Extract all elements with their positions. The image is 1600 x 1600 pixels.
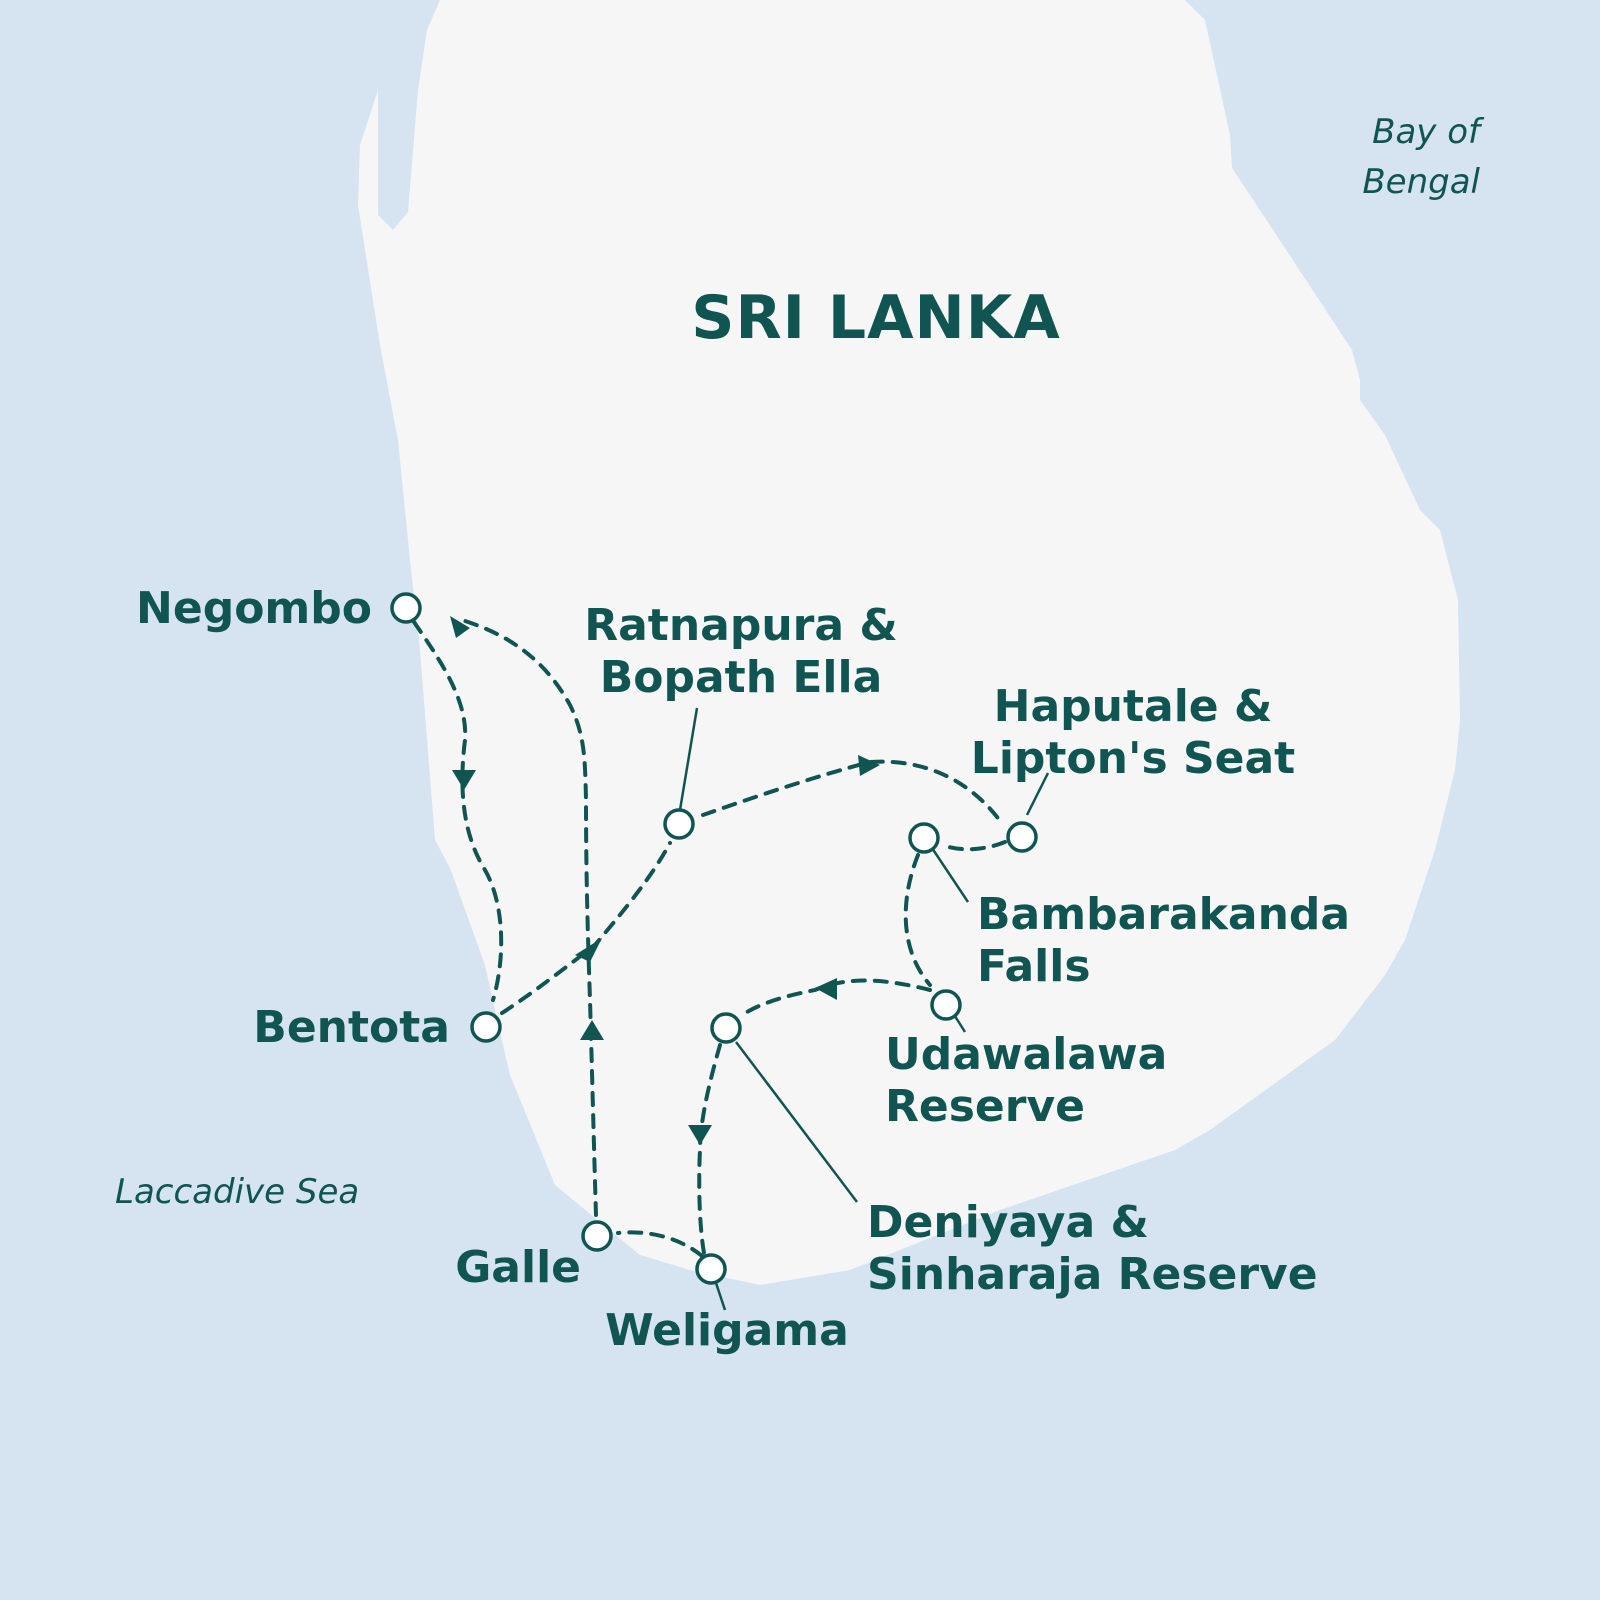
route-arrows [450, 616, 880, 1145]
route-negombo-bentota [412, 620, 504, 1002]
stop-haputale[interactable] [1006, 821, 1038, 853]
leader-lines [678, 707, 1050, 1311]
route-deniyaya-weligama [697, 1043, 722, 1255]
arrow-udawalawa-leg [815, 978, 837, 1000]
arrow-haputale-leg [858, 755, 880, 776]
leader-ratnapura [678, 707, 699, 811]
arrow-to-negombo [450, 616, 470, 638]
label-deniyaya-line1: Deniyaya & [867, 1197, 1149, 1248]
route-galle-negombo [460, 618, 598, 1217]
label-udawalawa-line2: Reserve [885, 1081, 1085, 1132]
stop-bentota[interactable] [470, 1011, 502, 1043]
route-weligama-galle [616, 1230, 704, 1258]
label-negombo: Negombo [136, 583, 372, 634]
arrow-bentota-leg [575, 938, 602, 962]
arrow-down-deniyaya-leg [688, 1125, 712, 1145]
stops [390, 592, 1038, 1285]
leader-bambarakanda [930, 847, 970, 903]
label-udawalawa-line1: Udawalawa [885, 1029, 1167, 1080]
bay-of-bengal-label-line2: Bengal [1362, 162, 1480, 202]
laccadive-sea-label: Laccadive Sea [115, 1172, 359, 1212]
label-ratnapura-line2: Bopath Ella [600, 652, 883, 703]
leader-haputale [1025, 772, 1050, 816]
label-galle: Galle [455, 1242, 581, 1293]
stop-ratnapura[interactable] [663, 808, 695, 840]
stop-deniyaya[interactable] [710, 1012, 742, 1044]
country-label: SRI LANKA [691, 283, 1060, 353]
route-haputale-bambarakanda [940, 840, 1007, 852]
stop-galle[interactable] [581, 1220, 613, 1252]
route-udawalawa-deniyaya [740, 978, 932, 1017]
label-haputale-line1: Haputale & [994, 681, 1273, 732]
stop-udawalawa[interactable] [930, 989, 962, 1021]
stop-negombo[interactable] [390, 592, 422, 624]
label-bentota: Bentota [253, 1002, 450, 1053]
arrow-up-galle-leg [580, 1020, 604, 1040]
sri-lanka-landmass [358, 0, 1460, 1285]
arrow-down-negombo-leg [452, 770, 476, 790]
leader-deniyaya [735, 1041, 858, 1203]
stop-bambarakanda[interactable] [908, 822, 940, 854]
label-bambarakanda-line1: Bambarakanda [977, 889, 1350, 940]
label-ratnapura-line1: Ratnapura & [584, 600, 898, 651]
route-bambarakanda-udawalawa [903, 853, 932, 987]
label-haputale-line2: Lipton's Seat [971, 733, 1295, 784]
label-bambarakanda-line2: Falls [977, 941, 1091, 992]
label-deniyaya-line2: Sinharaja Reserve [867, 1249, 1318, 1300]
label-weligama: Weligama [605, 1305, 849, 1356]
bay-of-bengal-label-line1: Bay of [1372, 112, 1485, 152]
leader-weligama [713, 1279, 727, 1311]
stop-weligama[interactable] [695, 1253, 727, 1285]
place-labels: Negombo Ratnapura & Bopath Ella Haputale… [136, 583, 1350, 1356]
